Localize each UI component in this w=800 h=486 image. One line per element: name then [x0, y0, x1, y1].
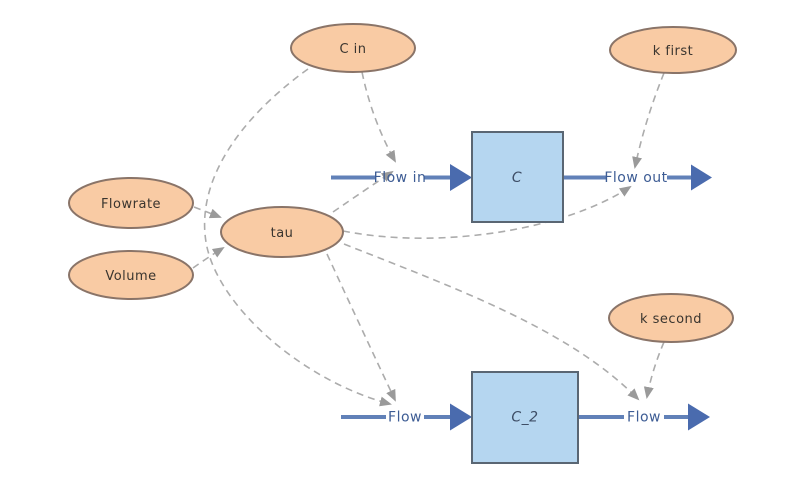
- flow2-out-label[interactable]: Flow: [627, 410, 661, 426]
- variable-volume-ellipse: [68, 250, 194, 300]
- variable-flowrate-label: Flowrate: [101, 197, 161, 212]
- connector-k-first-to-flow-out[interactable]: [632, 72, 665, 169]
- flow2-out-pipe[interactable]: Flow: [579, 403, 710, 431]
- flow2-in-arrowhead-icon: [450, 403, 472, 431]
- connector-flowrate-to-tau[interactable]: [193, 206, 222, 219]
- connector-layer: [192, 68, 665, 407]
- stock-c2-label: C_2: [511, 410, 538, 426]
- connector-k-second-to-flow2-out[interactable]: [643, 341, 665, 399]
- stock-c-box: [471, 131, 564, 223]
- variable-volume-label: Volume: [105, 269, 156, 284]
- stock-c[interactable]: C: [471, 131, 564, 223]
- variable-c-in-label: C in: [339, 42, 366, 57]
- flow2-out-arrowhead-icon: [688, 403, 710, 431]
- connector-volume-to-tau[interactable]: [192, 246, 225, 269]
- variable-k-first[interactable]: k first: [609, 26, 737, 74]
- flow-out-arrowhead-icon: [691, 164, 712, 191]
- variable-k-first-ellipse: [609, 26, 737, 74]
- flow-out-pipe[interactable]: Flow out: [563, 164, 712, 191]
- connector-c-in-to-flow-in[interactable]: [361, 71, 396, 163]
- connector-tau-to-flow-out[interactable]: [342, 185, 632, 239]
- flow2-in-label[interactable]: Flow: [388, 410, 422, 426]
- stock-c2-box: [471, 371, 579, 464]
- connector-tau-to-flow2-in[interactable]: [326, 253, 396, 402]
- variable-volume[interactable]: Volume: [68, 250, 194, 300]
- variable-tau[interactable]: tau: [220, 206, 344, 258]
- stock-c-label: C: [512, 170, 522, 186]
- variable-tau-ellipse: [220, 206, 344, 258]
- variable-flowrate-ellipse: [68, 177, 194, 229]
- connector-tau-to-flow2-out[interactable]: [343, 243, 640, 401]
- stock-c2[interactable]: C_2: [471, 371, 579, 464]
- variable-c-in[interactable]: C in: [290, 23, 416, 73]
- flow2-in-pipe[interactable]: Flow: [341, 403, 472, 431]
- variable-k-second[interactable]: k second: [608, 293, 734, 343]
- variable-tau-label: tau: [271, 226, 294, 241]
- variable-flowrate[interactable]: Flowrate: [68, 177, 194, 229]
- variable-k-second-label: k second: [640, 312, 702, 327]
- flow-out-label[interactable]: Flow out: [604, 170, 667, 186]
- variable-k-first-label: k first: [653, 44, 694, 59]
- variable-c-in-ellipse: [290, 23, 416, 73]
- connector-tau-to-flow-in[interactable]: [332, 170, 394, 213]
- flow-in-pipe[interactable]: Flow in: [331, 164, 472, 191]
- flow-in-label[interactable]: Flow in: [374, 170, 427, 186]
- variable-k-second-ellipse: [608, 293, 734, 343]
- flow-in-arrowhead-icon: [450, 164, 472, 191]
